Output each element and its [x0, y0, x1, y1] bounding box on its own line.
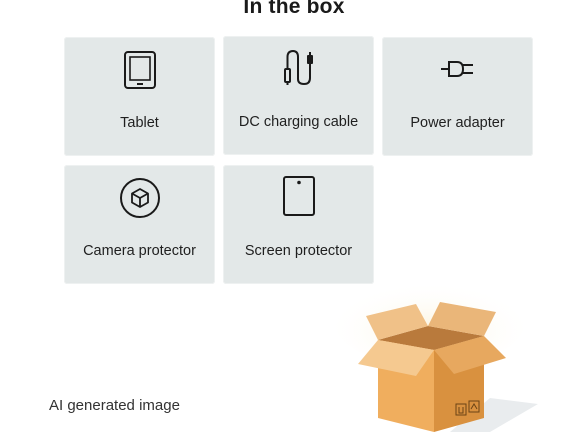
section-title: In the box — [243, 0, 345, 18]
ai-generated-note: AI generated image — [49, 397, 180, 414]
item-label: Screen protector — [244, 243, 353, 259]
item-card-power-adapter: Power adapter — [382, 37, 533, 156]
item-card-camera-protector: Camera protector — [64, 165, 215, 284]
item-card-screen-protector: Screen protector — [223, 165, 374, 284]
item-label: Power adapter — [410, 115, 505, 131]
camera-protector-icon — [119, 177, 161, 224]
item-label: Tablet — [120, 115, 159, 131]
cable-icon — [279, 49, 319, 92]
screen-protector-icon — [282, 175, 316, 222]
tablet-icon — [123, 50, 157, 95]
plug-icon — [440, 57, 476, 86]
item-card-dc-charging-cable: DC charging cable — [223, 36, 374, 155]
item-card-tablet: Tablet — [64, 37, 215, 156]
item-label: Camera protector — [83, 243, 196, 259]
item-label: DC charging cable — [238, 114, 359, 130]
open-box-icon — [330, 277, 560, 446]
